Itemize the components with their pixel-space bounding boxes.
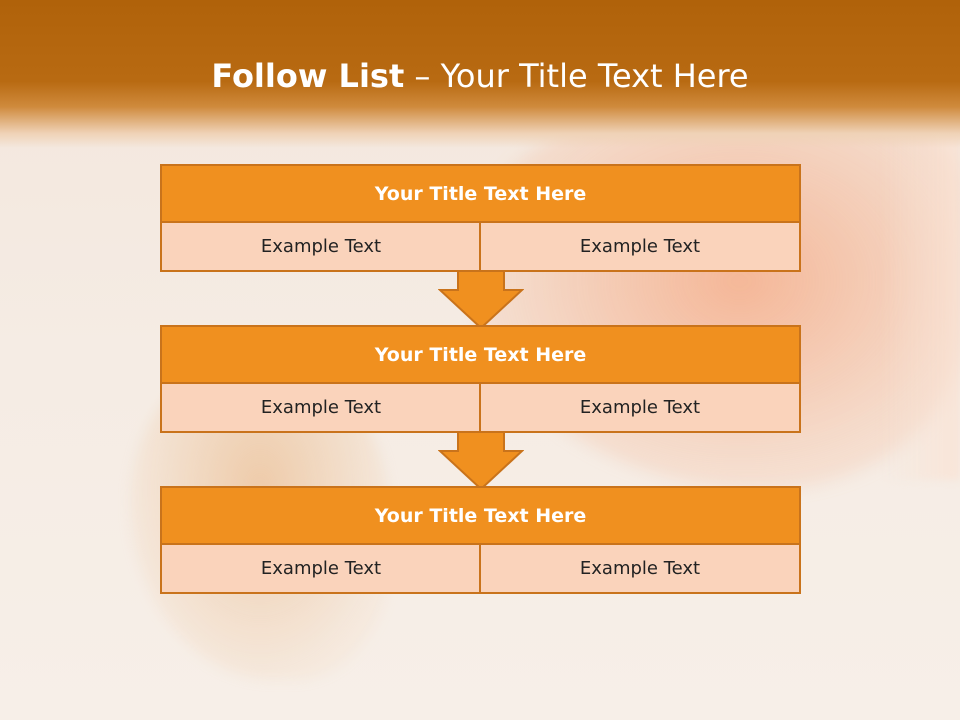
flow-block-3: Your Title Text Here Example Text Exampl…: [160, 486, 801, 594]
block-title: Your Title Text Here: [160, 486, 801, 545]
background-highlight: [880, 120, 960, 480]
down-arrow-icon: [438, 431, 524, 491]
down-arrow-icon: [438, 270, 524, 330]
flow-block-1: Your Title Text Here Example Text Exampl…: [160, 164, 801, 272]
slide-title-bold: Follow List: [211, 57, 405, 95]
block-cell-right: Example Text: [479, 221, 801, 272]
flow-block-2: Your Title Text Here Example Text Exampl…: [160, 325, 801, 433]
slide-title: Follow List – Your Title Text Here: [0, 56, 960, 96]
block-cell-left: Example Text: [160, 543, 482, 594]
block-cell-left: Example Text: [160, 382, 482, 433]
header-band: [0, 0, 960, 148]
block-title: Your Title Text Here: [160, 164, 801, 223]
block-cell-right: Example Text: [479, 543, 801, 594]
block-cell-left: Example Text: [160, 221, 482, 272]
block-title: Your Title Text Here: [160, 325, 801, 384]
block-cell-right: Example Text: [479, 382, 801, 433]
slide-title-rest: – Your Title Text Here: [414, 57, 749, 95]
